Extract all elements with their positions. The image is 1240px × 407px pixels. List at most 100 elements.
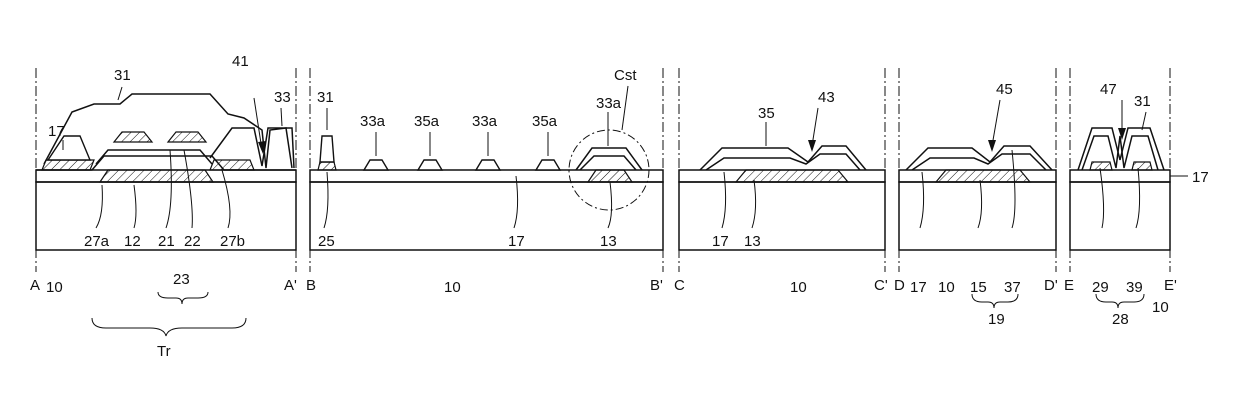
label-37: 37 <box>1004 279 1021 296</box>
layer-d-inner <box>912 154 1046 170</box>
leader-13a <box>608 182 612 228</box>
label-17-d: 17 <box>910 279 927 296</box>
label-10-d: 10 <box>938 279 955 296</box>
label-cst: Cst <box>614 67 637 84</box>
label-35a-2: 35a <box>532 113 558 130</box>
label-22: 22 <box>184 233 201 250</box>
element-31-b <box>320 136 334 162</box>
leader-27a <box>96 185 102 228</box>
label-31: 31 <box>114 67 131 84</box>
source-drain-27a <box>42 160 94 170</box>
brace-28 <box>1096 294 1144 308</box>
bump-35a-1 <box>418 160 442 170</box>
label-47: 47 <box>1100 81 1117 98</box>
pad-39 <box>1132 162 1152 170</box>
brace-23 <box>158 292 208 304</box>
arrow-43-head <box>808 140 816 152</box>
leader-17c <box>722 172 726 228</box>
label-10-e: 10 <box>1152 299 1169 316</box>
leader-37 <box>1012 150 1015 228</box>
contact-pad-left <box>114 132 152 142</box>
label-15: 15 <box>970 279 987 296</box>
mark-c: C <box>674 277 685 294</box>
label-19: 19 <box>988 311 1005 328</box>
leader-29 <box>1100 168 1104 228</box>
source-drain-27b <box>210 160 254 170</box>
label-17-e: 17 <box>1192 169 1209 186</box>
label-33a-3: 33a <box>596 95 622 112</box>
substrate-10-e <box>1070 182 1170 250</box>
label-17-c: 17 <box>712 233 729 250</box>
label-33a-2: 33a <box>472 113 498 130</box>
leader-cst <box>622 86 628 130</box>
brace-tr <box>92 318 246 336</box>
mark-e-prime: E' <box>1164 277 1177 294</box>
electrode-15 <box>936 170 1030 182</box>
reference-numerals: 31 41 33 17 10 27a 12 21 22 27b 23 Tr 31… <box>46 53 1209 360</box>
capacitor-upper-33a <box>576 148 642 170</box>
capacitor-insulator <box>580 156 636 170</box>
mark-d-prime: D' <box>1044 277 1058 294</box>
bump-33a-2 <box>476 160 500 170</box>
leader-22 <box>184 150 192 228</box>
label-12: 12 <box>124 233 141 250</box>
label-13: 13 <box>600 233 617 250</box>
label-35a-1: 35a <box>414 113 440 130</box>
leader-21 <box>166 150 171 228</box>
label-23: 23 <box>173 271 190 288</box>
mark-d: D <box>894 277 905 294</box>
label-25: 25 <box>318 233 335 250</box>
layer-d-outer <box>906 146 1052 170</box>
substrate-10-c <box>679 182 885 250</box>
leader-12 <box>134 185 136 228</box>
mark-e: E <box>1064 277 1074 294</box>
label-17: 17 <box>48 123 65 140</box>
brace-19 <box>972 294 1018 308</box>
semiconductor-layer <box>96 150 212 164</box>
label-31-c: 31 <box>1134 93 1151 110</box>
label-33: 33 <box>274 89 291 106</box>
bump-35a-2 <box>536 160 560 170</box>
label-39: 39 <box>1126 279 1143 296</box>
label-28: 28 <box>1112 311 1129 328</box>
leader-17d <box>920 172 924 228</box>
leader-27b <box>222 170 230 228</box>
label-27b: 27b <box>220 233 245 250</box>
leader-15 <box>978 180 982 228</box>
element-25 <box>318 162 336 170</box>
contact-pad-right <box>168 132 206 142</box>
label-10-b: 10 <box>444 279 461 296</box>
bump-33a-1 <box>364 160 388 170</box>
leader-33 <box>281 108 282 126</box>
leader-31a <box>118 87 122 100</box>
section-a-transistor <box>36 87 296 336</box>
label-41: 41 <box>232 53 249 70</box>
label-45: 45 <box>996 81 1013 98</box>
label-31-b: 31 <box>317 89 334 106</box>
leader-17b <box>514 176 518 228</box>
electrode-13-c <box>736 170 848 182</box>
arrow-45-head <box>988 140 996 152</box>
label-35: 35 <box>758 105 775 122</box>
leader-39 <box>1136 168 1140 228</box>
mark-a-prime: A' <box>284 277 297 294</box>
label-tr: Tr <box>157 343 171 360</box>
label-10: 10 <box>46 279 63 296</box>
arrow-45 <box>992 100 1000 146</box>
section-d <box>906 100 1052 308</box>
gate-electrode-12 <box>100 170 213 182</box>
label-33a-1: 33a <box>360 113 386 130</box>
mark-c-prime: C' <box>874 277 888 294</box>
label-13-b: 13 <box>744 233 761 250</box>
mark-b: B <box>306 277 316 294</box>
pad-29 <box>1090 162 1112 170</box>
section-c <box>700 108 866 228</box>
label-43: 43 <box>818 89 835 106</box>
label-29: 29 <box>1092 279 1109 296</box>
capacitor-electrode-13 <box>588 170 632 182</box>
label-27a: 27a <box>84 233 110 250</box>
layer-c-inner <box>706 154 860 170</box>
mark-a: A <box>30 277 40 294</box>
label-10-c: 10 <box>790 279 807 296</box>
